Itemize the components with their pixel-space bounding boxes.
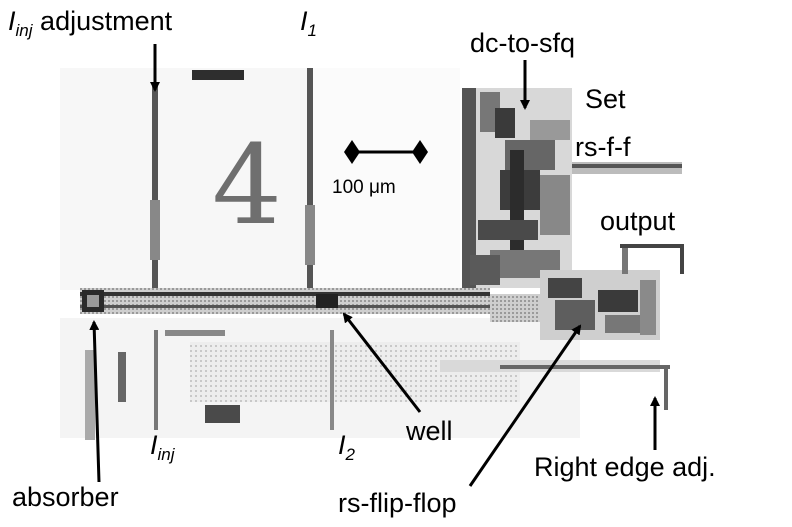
arrow-well <box>342 312 422 413</box>
set-line <box>572 162 682 174</box>
label-well: well <box>406 416 453 446</box>
output-line <box>620 244 684 274</box>
label-rs-f-f: rs-f-f <box>575 132 631 162</box>
pointer-arrows <box>89 44 660 487</box>
label-rs-flip-flop: rs-flip-flop <box>338 488 457 518</box>
label-i1-sub: 1 <box>307 21 317 40</box>
scale-bar <box>344 140 428 164</box>
bias-lines <box>150 68 334 430</box>
label-iinj-adjustment-sub: inj <box>15 21 33 40</box>
label-i1: I1 <box>300 6 317 40</box>
arrow-rs-flip-flop <box>468 324 582 487</box>
arrow-absorber <box>89 320 101 483</box>
left-lower-strips <box>85 330 225 440</box>
label-i2-symbol: I <box>338 430 346 460</box>
label-set: Set <box>585 84 626 114</box>
chip-mark-number: 4 <box>212 121 282 249</box>
label-absorber: absorber <box>12 482 119 512</box>
right-edge-line <box>500 365 670 410</box>
lower-contact-pad <box>205 405 240 423</box>
label-i2: I2 <box>338 430 355 464</box>
label-i2-sub: 2 <box>345 445 355 464</box>
label-scale-bar: 100 μm <box>332 177 396 198</box>
label-iinj-adjustment-text: adjustment <box>40 6 173 36</box>
label-iinj-adjustment-symbol: I <box>8 6 16 36</box>
dc-to-sfq-block <box>462 88 572 288</box>
label-iinj-symbol: I <box>150 430 158 460</box>
rs-flip-flop-block <box>540 270 660 340</box>
transmission-line <box>80 288 550 322</box>
label-iinj-adjustment: Iinj adjustment <box>8 6 173 40</box>
label-iinj-sub: inj <box>157 445 175 464</box>
label-right-edge-adj: Right edge adj. <box>534 452 716 482</box>
label-dc-to-sfq: dc-to-sfq <box>470 28 576 58</box>
label-output: output <box>600 206 676 236</box>
substrate-region <box>60 68 660 438</box>
label-iinj: Iinj <box>150 430 175 464</box>
well-junction <box>316 294 338 308</box>
top-contact-pad <box>192 70 244 80</box>
label-i1-symbol: I <box>300 6 308 36</box>
absorber-pad <box>82 290 104 312</box>
